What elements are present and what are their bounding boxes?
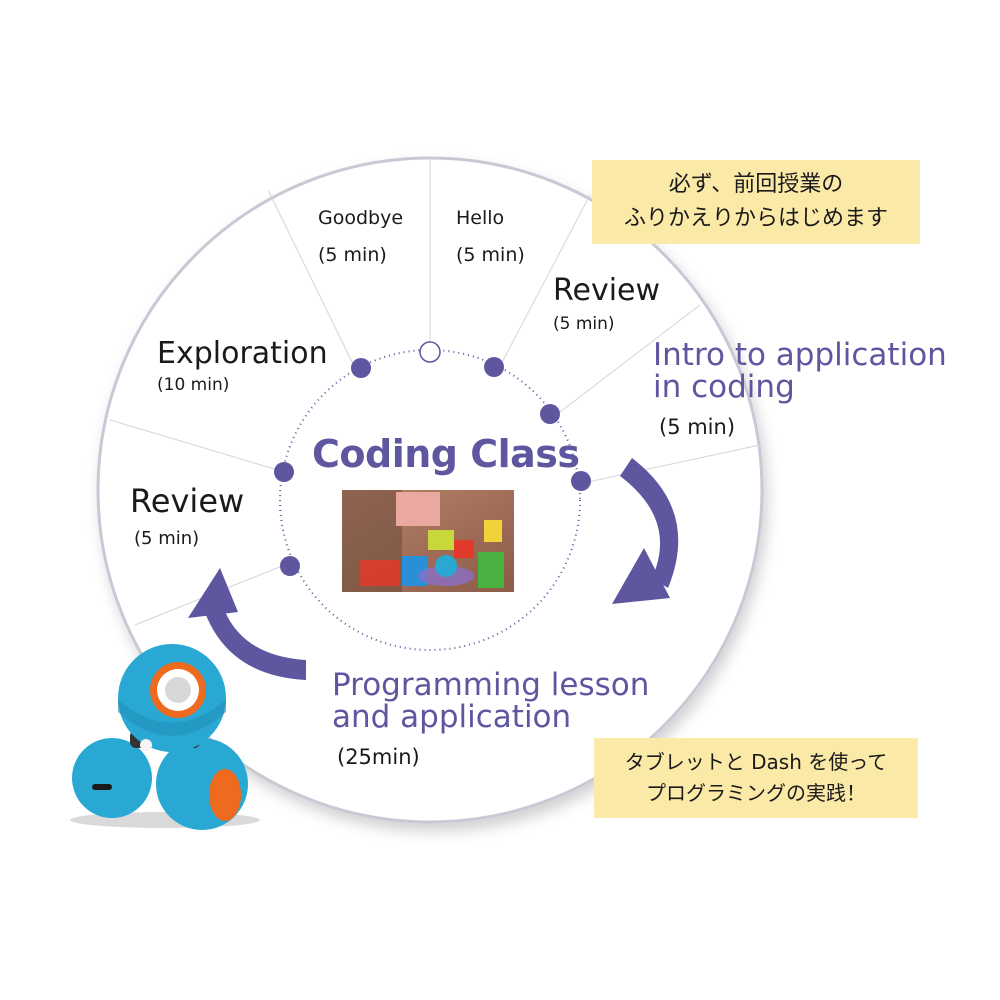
divider-line xyxy=(587,444,761,483)
segment-goodbye-name: Goodbye xyxy=(318,207,404,229)
marker-dot xyxy=(571,471,591,491)
center-title: Coding Class xyxy=(312,432,580,476)
note-bottom-line2: プログラミングの実践！ xyxy=(646,781,866,805)
note-top: 必ず、前回授業の ふりかえりからはじめます xyxy=(592,160,920,244)
segment-dividers xyxy=(109,158,761,626)
marker-start xyxy=(419,341,441,363)
segment-programming-name-line1: Programming lesson xyxy=(332,667,650,703)
note-top-line2: ふりかえりからはじめます xyxy=(623,206,888,231)
segment-review-top-duration: (5 min) xyxy=(553,314,615,334)
divider-line xyxy=(555,304,701,416)
arrow-right-head xyxy=(612,548,670,604)
segment-programming-name-line2: and application xyxy=(332,699,572,735)
segment-exploration-name: Exploration xyxy=(157,336,328,371)
divider-line xyxy=(497,194,591,371)
cycle-arrow-icon xyxy=(188,568,306,680)
inner-dotted-ring xyxy=(279,349,581,651)
segment-review-top-name: Review xyxy=(553,273,661,308)
segment-exploration-duration: (10 min) xyxy=(157,375,230,395)
note-top-line1: 必ず、前回授業の xyxy=(668,172,844,197)
segment-intro-name-line1: Intro to application xyxy=(653,337,947,373)
arrow-left-head xyxy=(188,568,238,618)
segment-hello-name: Hello xyxy=(456,207,505,229)
ring-markers xyxy=(274,341,591,576)
cycle-arrow-icon xyxy=(612,458,679,604)
segment-intro-name-line2: in coding xyxy=(653,369,795,405)
arrow-left-body xyxy=(204,604,306,680)
marker-dot xyxy=(280,556,300,576)
marker-dot xyxy=(540,404,560,424)
note-bottom-line1: タブレットと Dash を使って xyxy=(624,750,888,774)
arrow-right-body xyxy=(620,458,679,588)
note-bottom: タブレットと Dash を使って プログラミングの実践！ xyxy=(594,738,918,818)
segment-intro-duration: (5 min) xyxy=(659,415,736,439)
marker-dot xyxy=(274,462,294,482)
center-photo xyxy=(342,490,514,592)
robot-icon xyxy=(70,644,260,830)
segment-review-left-name: Review xyxy=(130,482,245,520)
marker-dot xyxy=(351,358,371,378)
marker-dot xyxy=(484,357,504,377)
segment-review-left-duration: (5 min) xyxy=(134,528,200,549)
segment-hello-duration: (5 min) xyxy=(456,244,525,266)
segment-goodbye-duration: (5 min) xyxy=(318,244,387,266)
robot-wheel-left xyxy=(72,738,152,818)
segment-programming-duration: (25min) xyxy=(337,745,420,769)
divider-line xyxy=(267,189,357,371)
divider-line xyxy=(109,419,279,471)
